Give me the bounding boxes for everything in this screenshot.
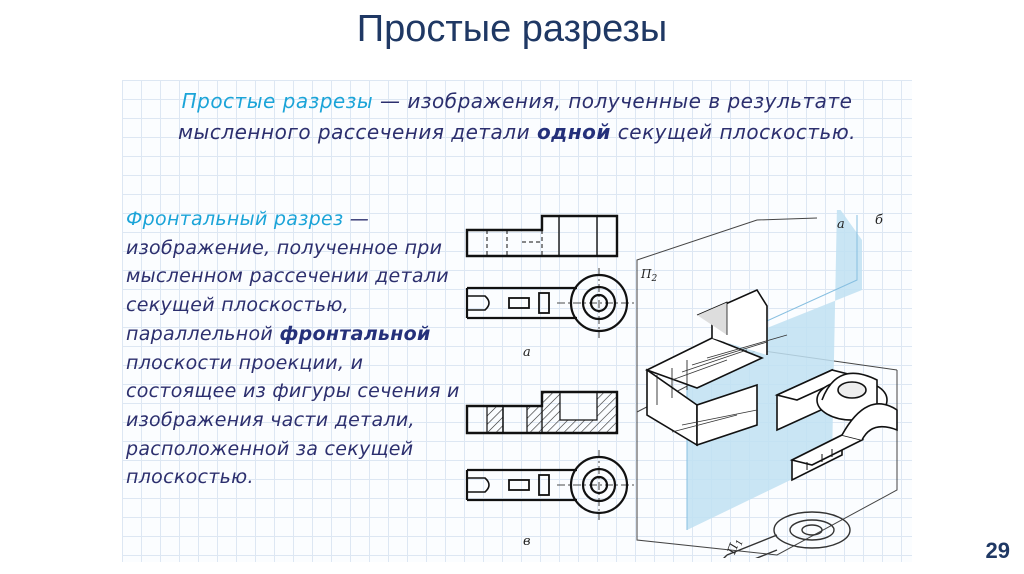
- frontal-text-2: плоскости проекции, и состоящее из фигур…: [126, 351, 460, 489]
- definition-text-1: изображения, полученные в результате мыс…: [177, 89, 853, 144]
- figure-label-p2: П2: [640, 267, 657, 284]
- top-view-lower: [465, 450, 637, 520]
- definition-emphasis: одной: [536, 120, 611, 144]
- part-separated-piece: [789, 403, 898, 482]
- isometric-section-drawing: а б П2 П1: [636, 210, 898, 558]
- figure-label-a-upper: а: [523, 345, 531, 360]
- top-view-upper: [465, 268, 637, 338]
- figure-label-p1: П1: [724, 536, 746, 558]
- front-view-upper: [465, 214, 619, 258]
- figure-label-a-iso: а: [837, 217, 845, 232]
- figure-label-v-lower: в: [523, 534, 531, 549]
- projection-arrows: [671, 334, 788, 433]
- definition-paragraph: Простые разрезы — изображения, полученны…: [122, 86, 912, 148]
- projection-on-p1: [723, 511, 851, 558]
- page-number: 29: [985, 538, 1010, 563]
- frontal-plane-p2: [636, 217, 818, 412]
- frontal-section-paragraph: Фронтальный разрез — изображение, получе…: [126, 205, 466, 492]
- frontal-emphasis: фронтальной: [279, 322, 431, 345]
- front-view-lower-section: [465, 390, 619, 435]
- frontal-term: Фронтальный разрез: [126, 208, 344, 230]
- definition-dash: —: [373, 89, 408, 113]
- definition-term: Простые разрезы: [181, 89, 374, 113]
- frontal-text-1: изображение, полученное при мысленном ра…: [126, 236, 449, 345]
- definition-text-2: секущей плоскостью.: [610, 120, 857, 144]
- figure-label-b-iso: б: [875, 213, 883, 228]
- frontal-dash: —: [343, 208, 370, 230]
- grid-paper-sheet: Простые разрезы — изображения, полученны…: [122, 80, 912, 562]
- orthographic-drawings: а в: [465, 214, 637, 549]
- slide-title: Простые разрезы: [356, 8, 668, 50]
